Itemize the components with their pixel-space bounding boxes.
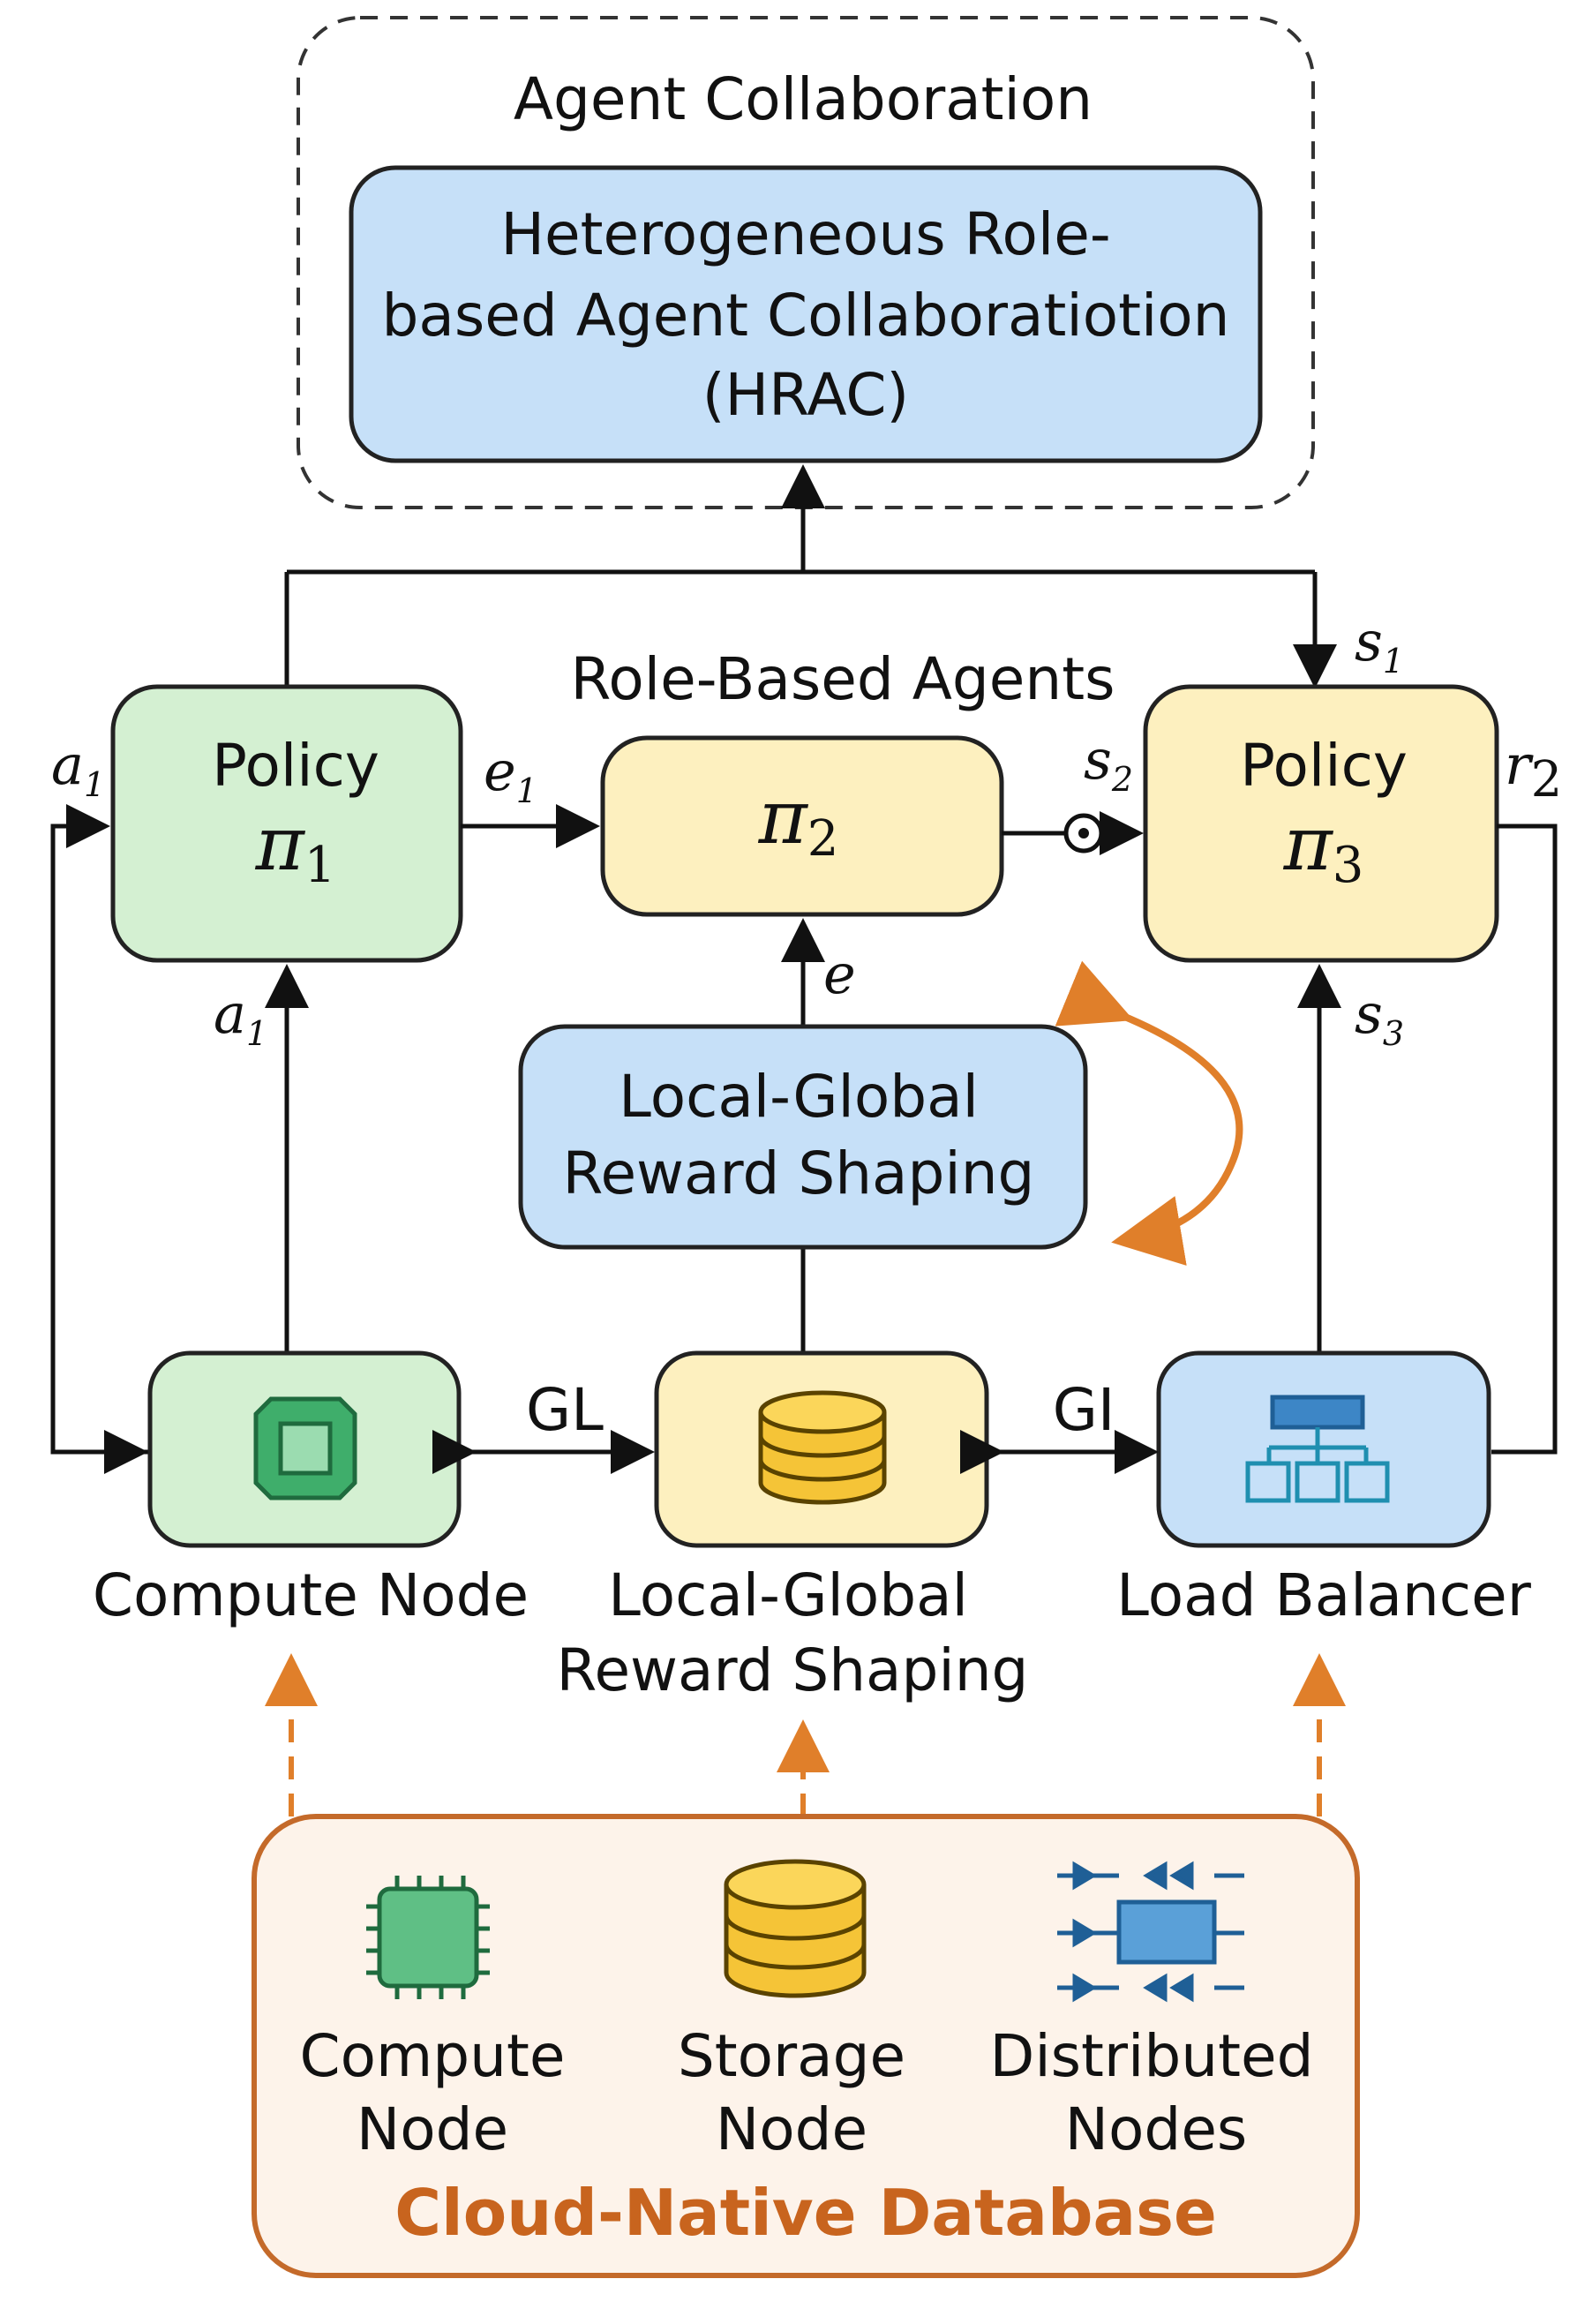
hrac-line-1: Heterogeneous Role- (500, 200, 1110, 268)
role-based-agents-title: Role-Based Agents (570, 645, 1115, 713)
compute-node-label: Compute Node (93, 1561, 529, 1629)
policy2-box (600, 735, 1004, 917)
policy3-symbol: π3 (1283, 801, 1364, 894)
network-icon (1245, 1395, 1390, 1503)
reward-shaping-line-1: Local-Global (619, 1063, 979, 1131)
db-item-2-line-2: Node (716, 2095, 867, 2163)
reward-node-label-2: Reward Shaping (557, 1636, 1029, 1704)
db-item-1-line-1: Compute (300, 2022, 566, 2090)
hrac-line-3: (HRAC) (702, 361, 909, 429)
cycle-arrows-icon (1055, 960, 1243, 1266)
db-item-2-line-1: Storage (678, 2022, 905, 2090)
reward-shaping-line-2: Reward Shaping (563, 1139, 1035, 1207)
load-balancer-label: Load Balancer (1116, 1561, 1532, 1629)
r2-label: r2 (1505, 733, 1562, 809)
s2-label: s2 (1084, 727, 1133, 799)
a1-left-label: a1 (51, 733, 105, 804)
policy1-symbol: π1 (255, 801, 336, 894)
agent-collaboration-title: Agent Collaboration (514, 65, 1093, 133)
reward-node-label-1: Local-Global (608, 1561, 968, 1629)
storage-icon (724, 1859, 867, 1998)
database-icon (758, 1390, 887, 1505)
e1-label: e1 (484, 739, 537, 810)
db-item-1-line-2: Node (357, 2095, 508, 2163)
hrac-line-2: based Agent Collaboratiotion (382, 282, 1230, 350)
gl-label: GL (526, 1376, 604, 1444)
a1-up-label: a1 (214, 981, 267, 1053)
chip-icon (253, 1396, 357, 1500)
db-item-3-line-2: Nodes (1065, 2095, 1248, 2163)
distributed-nodes-icon (1057, 1861, 1244, 2003)
gi-label: GI (1053, 1376, 1115, 1444)
s3-label: s3 (1355, 981, 1404, 1053)
policy1-label: Policy (212, 732, 379, 800)
cloud-native-database-title: Cloud-Native Database (394, 2176, 1217, 2250)
hrac-box (349, 165, 1263, 463)
r2-right-loop (1491, 824, 1558, 1455)
policy2-symbol: π2 (758, 774, 839, 868)
gate-dot (1078, 828, 1089, 839)
e-label: e (823, 942, 856, 1006)
cpu-icon (366, 1876, 490, 1999)
s1-label: s1 (1355, 609, 1404, 681)
policy3-label: Policy (1240, 732, 1408, 800)
reward-shaping-box (518, 1024, 1088, 1250)
policy1-box (110, 684, 463, 963)
db-item-3-line-1: Distributed (990, 2022, 1314, 2090)
policy3-box (1143, 684, 1499, 963)
